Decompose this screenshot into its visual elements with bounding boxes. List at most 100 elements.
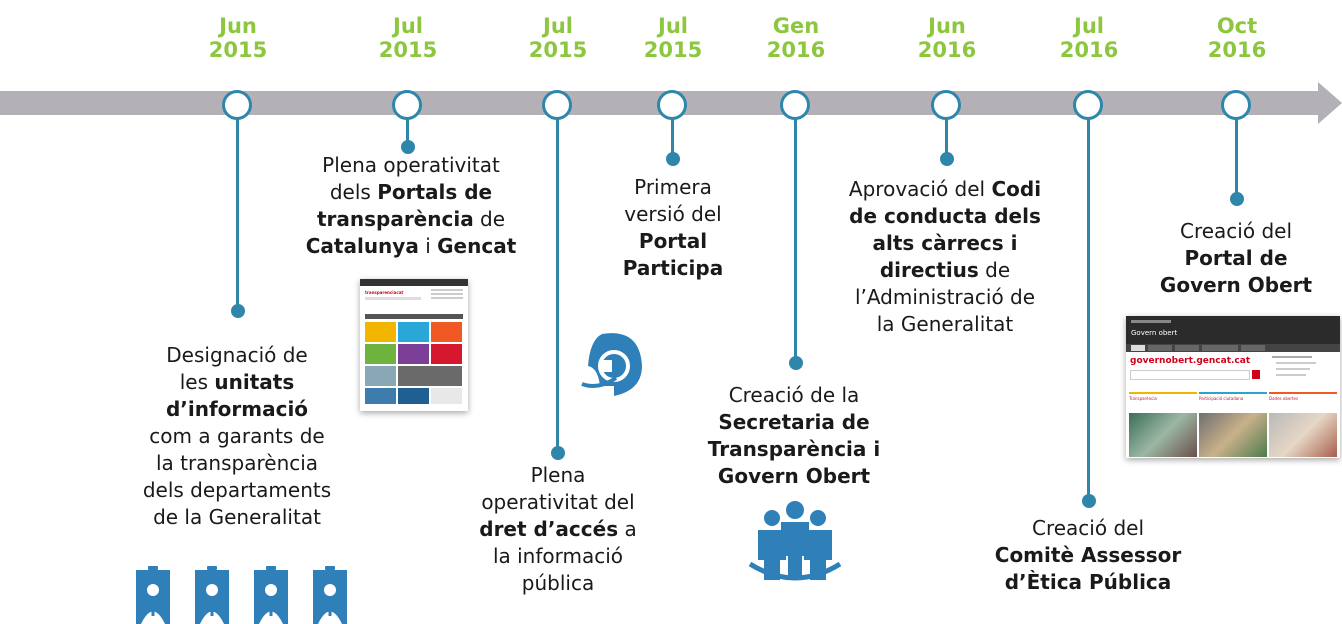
thumb-tile <box>431 344 462 364</box>
event-codi-conducta: Aprovació del Codi de conducta dels alts… <box>848 177 1042 336</box>
thumb2-col-bar <box>1129 392 1197 394</box>
thumb2-col-text <box>1199 403 1267 413</box>
milestone-ring-6 <box>931 90 961 120</box>
thumb2-col-text <box>1269 403 1337 413</box>
thumb2-hero: governobert.gencat.cat <box>1126 352 1340 392</box>
thumb2-tab <box>1148 345 1172 351</box>
transparency-portal-screenshot: transparenciacat <box>360 279 468 411</box>
thumb2-brand <box>1131 320 1171 323</box>
thumb2-col-title: Transparència <box>1129 396 1157 401</box>
milestone-ring-2 <box>392 90 422 120</box>
stem-1 <box>236 118 239 308</box>
milestone-dot-7 <box>1082 494 1096 508</box>
event-comite-etica: Creació del Comitè Assessor d’Ètica Públ… <box>994 516 1182 594</box>
thumb2-tab <box>1241 345 1265 351</box>
thumb-link <box>431 293 463 295</box>
thumb-tile <box>365 366 396 386</box>
event-secretaria-transparencia: Creació de la Secretaria de Transparènci… <box>707 383 881 488</box>
thumb-photo <box>398 388 429 404</box>
thumb2-logo: governobert.gencat.cat <box>1130 356 1251 366</box>
thumb-tile <box>365 344 396 364</box>
stem-2 <box>406 118 409 146</box>
milestone-dot-4 <box>666 152 680 166</box>
person-badge-icons <box>136 566 347 624</box>
govern-obert-portal-screenshot: Govern obert governobert.gencat.cat Tran… <box>1126 316 1340 458</box>
group-people-icon <box>748 501 842 581</box>
stem-7 <box>1087 118 1090 500</box>
thumb2-tab <box>1202 345 1238 351</box>
thumb-topbar <box>360 279 468 286</box>
milestone-ring-5 <box>780 90 810 120</box>
milestone-dot-8 <box>1230 192 1244 206</box>
thumb-logo: transparenciacat <box>365 290 404 295</box>
support-headset-icon <box>581 333 642 396</box>
thumb2-col-title: Participació ciutadana <box>1199 396 1244 401</box>
milestone-dot-3 <box>551 446 565 460</box>
thumb-tile <box>398 322 429 342</box>
thumb2-col-photo <box>1199 413 1267 457</box>
thumb-tiles <box>360 319 468 407</box>
thumb2-col-photo <box>1269 413 1337 457</box>
stem-8 <box>1235 118 1238 198</box>
thumb2-col-text <box>1129 403 1197 413</box>
thumb2-col-bar <box>1269 392 1337 394</box>
person-badge-icon <box>254 566 288 624</box>
thumb2-col: Dades obertes <box>1269 392 1337 457</box>
milestone-dot-1 <box>231 304 245 318</box>
thumb-tile <box>398 344 429 364</box>
stem-4 <box>671 118 674 158</box>
thumb2-columns: Transparència Participació ciutadana Dad… <box>1126 392 1340 457</box>
thumb2-nav <box>1126 344 1340 352</box>
event-dret-acces: Plena operativitat del dret d’accés a la… <box>479 463 637 595</box>
thumb-link <box>431 289 463 291</box>
thumb-banner <box>431 388 462 404</box>
thumb2-title: Govern obert <box>1131 329 1178 337</box>
thumb2-tab <box>1131 345 1145 351</box>
person-badge-icon <box>313 566 347 624</box>
milestone-ring-3 <box>542 90 572 120</box>
thumb2-link <box>1276 368 1310 370</box>
milestone-ring-1 <box>222 90 252 120</box>
stem-3 <box>556 118 559 452</box>
thumb2-col-bar <box>1199 392 1267 394</box>
thumb2-link <box>1276 362 1316 364</box>
thumb-header: transparenciacat <box>360 286 468 314</box>
person-badge-icon <box>195 566 229 624</box>
event-unitats-informacio: Designació de les unitats d’informació c… <box>142 343 332 529</box>
thumb-bar <box>365 314 463 319</box>
thumb2-col-photo <box>1129 413 1197 457</box>
event-portal-participa: Primera versió del Portal Participa <box>622 175 724 280</box>
timeline-arrow-head <box>1318 82 1342 124</box>
thumb2-col-title: Dades obertes <box>1269 396 1299 401</box>
milestone-ring-8 <box>1221 90 1251 120</box>
milestone-dot-5 <box>789 356 803 370</box>
thumb-tile <box>398 366 462 386</box>
milestone-ring-4 <box>657 90 687 120</box>
thumb2-link <box>1272 356 1312 358</box>
event-portals-transparencia: Plena operativitat dels Portals de trans… <box>305 153 517 258</box>
stem-5 <box>794 118 797 362</box>
thumb2-tab <box>1175 345 1199 351</box>
thumb2-col: Transparència <box>1129 392 1197 457</box>
thumb2-col: Participació ciutadana <box>1199 392 1267 457</box>
thumb-link <box>431 297 463 299</box>
stem-6 <box>945 118 948 158</box>
milestone-dot-6 <box>940 152 954 166</box>
event-portal-govern-obert: Creació del Portal de Govern Obert <box>1159 219 1313 297</box>
thumb-tile <box>431 322 462 342</box>
milestone-dot-2 <box>401 140 415 154</box>
thumb2-search-button <box>1252 370 1260 379</box>
milestone-ring-7 <box>1073 90 1103 120</box>
thumb2-link <box>1276 374 1306 376</box>
person-badge-icon <box>136 566 170 624</box>
thumb2-search <box>1130 370 1250 380</box>
thumb-tile <box>365 322 396 342</box>
